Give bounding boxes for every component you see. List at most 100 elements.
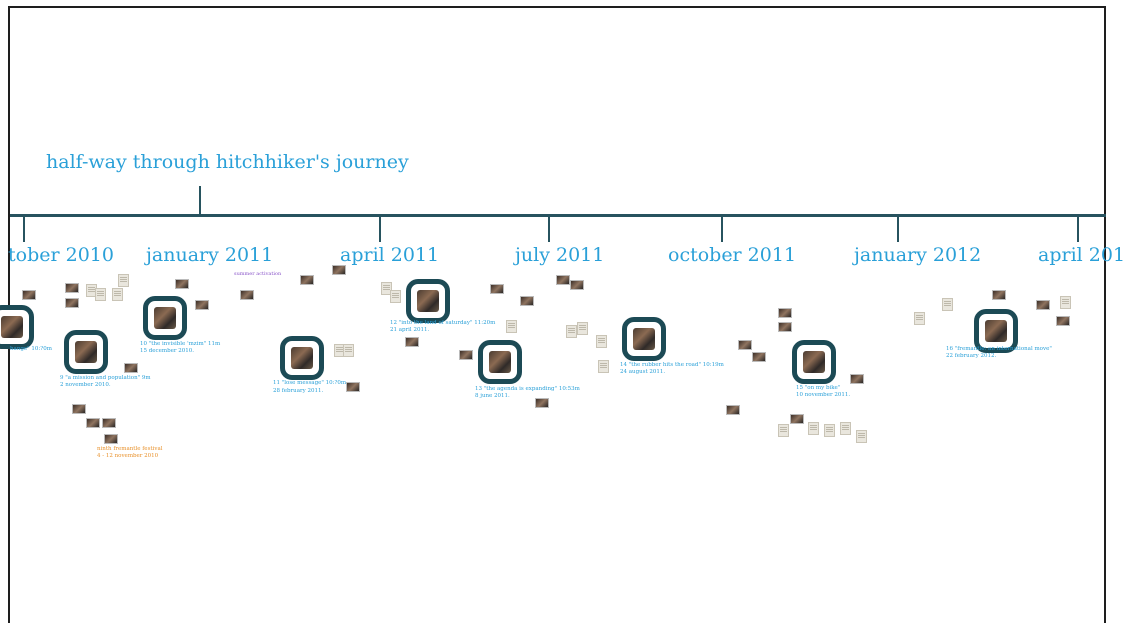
episode-date: 24 august 2011. <box>620 369 666 375</box>
media-thumbnail[interactable] <box>850 374 864 384</box>
media-thumbnail[interactable] <box>535 398 549 408</box>
document-thumbnail[interactable] <box>506 320 517 333</box>
episode-frame[interactable] <box>280 336 324 380</box>
media-thumbnail[interactable] <box>726 405 740 415</box>
media-thumbnail[interactable] <box>195 300 209 310</box>
media-thumbnail[interactable] <box>175 279 189 289</box>
timeline-label-jul-2011[interactable]: july 2011 <box>515 244 605 266</box>
episode-video-thumbnail <box>489 351 511 373</box>
episode-frame[interactable] <box>478 340 522 384</box>
timeline-tick-oct-2011 <box>721 216 723 242</box>
document-thumbnail[interactable] <box>598 360 609 373</box>
timeline-label-oct-2010[interactable]: tober 2010 <box>8 244 114 266</box>
document-thumbnail[interactable] <box>566 325 577 338</box>
episode-caption: 14 "the rubber hits the road" 10:19m <box>620 362 724 368</box>
document-thumbnail[interactable] <box>381 282 392 295</box>
media-thumbnail[interactable] <box>240 290 254 300</box>
episode-caption: 15 "on my bike" <box>796 385 841 391</box>
document-thumbnail[interactable] <box>95 288 106 301</box>
headline-connector <box>199 186 201 216</box>
festival-dates: 4 - 12 november 2010 <box>97 453 159 459</box>
episode-caption: 10 "the invisible 'mzim" 11m <box>140 341 221 347</box>
document-thumbnail[interactable] <box>840 422 851 435</box>
media-thumbnail[interactable] <box>65 283 79 293</box>
timeline-tick-apr-2012 <box>1077 216 1079 242</box>
document-thumbnail[interactable] <box>596 335 607 348</box>
document-thumbnail[interactable] <box>942 298 953 311</box>
document-thumbnail[interactable] <box>856 430 867 443</box>
timeline-label-apr-2012[interactable]: april 201 <box>1038 244 1125 266</box>
episode-frame[interactable] <box>143 296 187 340</box>
episode-date: 28 february 2011. <box>273 388 324 394</box>
media-thumbnail[interactable] <box>405 337 419 347</box>
media-thumbnail[interactable] <box>570 280 584 290</box>
episode-frame[interactable] <box>974 309 1018 353</box>
media-thumbnail[interactable] <box>65 298 79 308</box>
media-thumbnail[interactable] <box>102 418 116 428</box>
summer-activation-label: summer activation <box>234 271 282 277</box>
timeline-label-jan-2011[interactable]: january 2011 <box>146 244 274 266</box>
timeline-tick-apr-2011 <box>379 216 381 242</box>
document-thumbnail[interactable] <box>808 422 819 435</box>
episode-date: 15 december 2010. <box>140 348 194 354</box>
media-thumbnail[interactable] <box>738 340 752 350</box>
episode-frame[interactable] <box>64 330 108 374</box>
episode-caption: 16 "fremantle: an international move" <box>946 346 1052 352</box>
episode-frame[interactable] <box>406 279 450 323</box>
timeline-label-jan-2012[interactable]: january 2012 <box>854 244 982 266</box>
timeline-tick-jan-2012 <box>897 216 899 242</box>
episode-video-thumbnail <box>633 328 655 350</box>
episode-frame[interactable] <box>622 317 666 361</box>
media-thumbnail[interactable] <box>124 363 138 373</box>
media-thumbnail[interactable] <box>22 290 36 300</box>
timeline-label-oct-2011[interactable]: october 2011 <box>668 244 797 266</box>
media-thumbnail[interactable] <box>790 414 804 424</box>
media-thumbnail[interactable] <box>992 290 1006 300</box>
episode-video-thumbnail <box>154 307 176 329</box>
media-thumbnail[interactable] <box>459 350 473 360</box>
media-thumbnail[interactable] <box>346 382 360 392</box>
document-thumbnail[interactable] <box>343 344 354 357</box>
document-thumbnail[interactable] <box>118 274 129 287</box>
episode-date: 10 november 2011. <box>796 392 851 398</box>
headline-text[interactable]: half-way through hitchhiker's journey <box>46 151 409 173</box>
episode-frame[interactable] <box>0 305 34 349</box>
episode-caption: 12 "into the land of saturday" 11:20m <box>390 320 496 326</box>
document-thumbnail[interactable] <box>778 424 789 437</box>
episode-video-thumbnail <box>75 341 97 363</box>
timeline-label-apr-2011[interactable]: april 2011 <box>340 244 440 266</box>
timeline-tick-jul-2011 <box>548 216 550 242</box>
media-thumbnail[interactable] <box>556 275 570 285</box>
media-thumbnail[interactable] <box>1056 316 1070 326</box>
episode-caption: 9 "a mission and population" 9m <box>60 375 151 381</box>
frame-border-right <box>1104 6 1106 623</box>
episode-date: 22 february 2012. <box>946 353 997 359</box>
episode-date: 8 june 2011. <box>475 393 510 399</box>
document-thumbnail[interactable] <box>914 312 925 325</box>
document-thumbnail[interactable] <box>824 424 835 437</box>
document-thumbnail[interactable] <box>1060 296 1071 309</box>
media-thumbnail[interactable] <box>104 434 118 444</box>
episode-caption: 13 "the agenda is expanding" 10:53m <box>475 386 580 392</box>
episode-date: 21 april 2011. <box>390 327 430 333</box>
media-thumbnail[interactable] <box>520 296 534 306</box>
episode-video-thumbnail <box>1 316 23 338</box>
media-thumbnail[interactable] <box>778 322 792 332</box>
episode-video-thumbnail <box>985 320 1007 342</box>
document-thumbnail[interactable] <box>390 290 401 303</box>
media-thumbnail[interactable] <box>752 352 766 362</box>
episode-video-thumbnail <box>803 351 825 373</box>
media-thumbnail[interactable] <box>300 275 314 285</box>
media-thumbnail[interactable] <box>1036 300 1050 310</box>
media-thumbnail[interactable] <box>490 284 504 294</box>
media-thumbnail[interactable] <box>778 308 792 318</box>
document-thumbnail[interactable] <box>577 322 588 335</box>
timeline-axis <box>10 214 1106 217</box>
document-thumbnail[interactable] <box>112 288 123 301</box>
media-thumbnail[interactable] <box>332 265 346 275</box>
episode-frame[interactable] <box>792 340 836 384</box>
media-thumbnail[interactable] <box>86 418 100 428</box>
media-thumbnail[interactable] <box>72 404 86 414</box>
episode-date: 2 november 2010. <box>60 382 111 388</box>
